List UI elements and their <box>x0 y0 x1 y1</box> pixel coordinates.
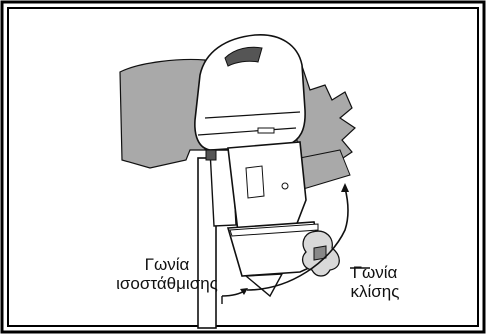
engine-cowling <box>194 34 306 151</box>
trim-angle-label-line2: ισοστάθμισης <box>116 274 218 293</box>
tilt-pin <box>205 149 217 161</box>
trim-angle-label-line1: Γωνία <box>144 255 190 274</box>
tilt-angle-arc <box>246 187 349 291</box>
engine-midsection <box>227 141 307 233</box>
cowling-latch <box>257 127 275 134</box>
midsection-detail <box>245 165 265 199</box>
inner-border <box>7 7 479 327</box>
cowling-vent <box>224 46 263 67</box>
tilt-angle-label-line2: κλίσης <box>350 282 400 301</box>
cowling-lower-band <box>197 127 297 136</box>
propeller-hub <box>313 245 327 261</box>
tilt-angle-label: Γωνία κλίσης <box>330 263 420 301</box>
midsection-bolt <box>281 182 289 190</box>
clamp-bracket <box>209 149 237 227</box>
tilt-angle-label-line1: Γωνία <box>352 263 398 282</box>
cowling-band <box>204 111 301 119</box>
skeg <box>244 273 284 298</box>
trim-angle-arrowhead <box>240 288 248 295</box>
trim-angle-label: Γωνία ισοστάθμισης <box>112 255 222 293</box>
anti-ventilation-plate <box>229 223 319 237</box>
tilt-angle-arrowhead <box>341 183 349 192</box>
boat-hull-left <box>119 58 206 169</box>
